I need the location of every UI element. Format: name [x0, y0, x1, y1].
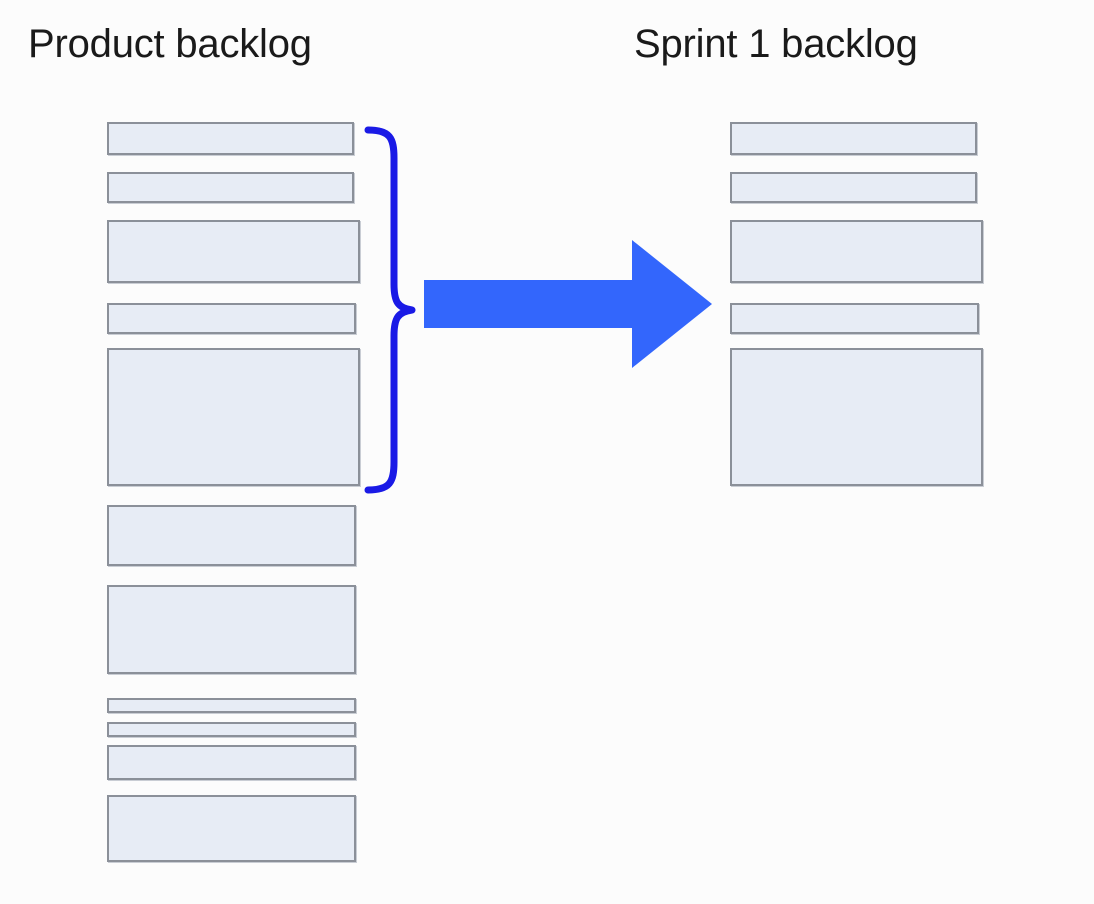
backlog-item-box[interactable] — [107, 722, 356, 737]
backlog-item-box[interactable] — [730, 348, 983, 486]
backlog-item-box[interactable] — [107, 122, 354, 155]
backlog-item-box[interactable] — [107, 303, 356, 334]
backlog-item-box[interactable] — [730, 303, 979, 334]
backlog-item-box[interactable] — [107, 585, 356, 674]
backlog-item-box[interactable] — [730, 172, 977, 203]
backlog-item-box[interactable] — [730, 220, 983, 283]
backlog-item-box[interactable] — [107, 220, 360, 283]
selection-brace-icon — [364, 126, 416, 494]
page-title-sprint-1-backlog: Sprint 1 backlog — [634, 22, 918, 66]
backlog-item-box[interactable] — [730, 122, 977, 155]
backlog-item-box[interactable] — [107, 795, 356, 862]
backlog-item-box[interactable] — [107, 505, 356, 566]
transfer-arrow-icon — [424, 240, 712, 368]
page-title-product-backlog: Product backlog — [28, 22, 312, 66]
backlog-item-box[interactable] — [107, 745, 356, 780]
backlog-item-box[interactable] — [107, 172, 354, 203]
backlog-item-box[interactable] — [107, 698, 356, 713]
backlog-item-box[interactable] — [107, 348, 360, 486]
